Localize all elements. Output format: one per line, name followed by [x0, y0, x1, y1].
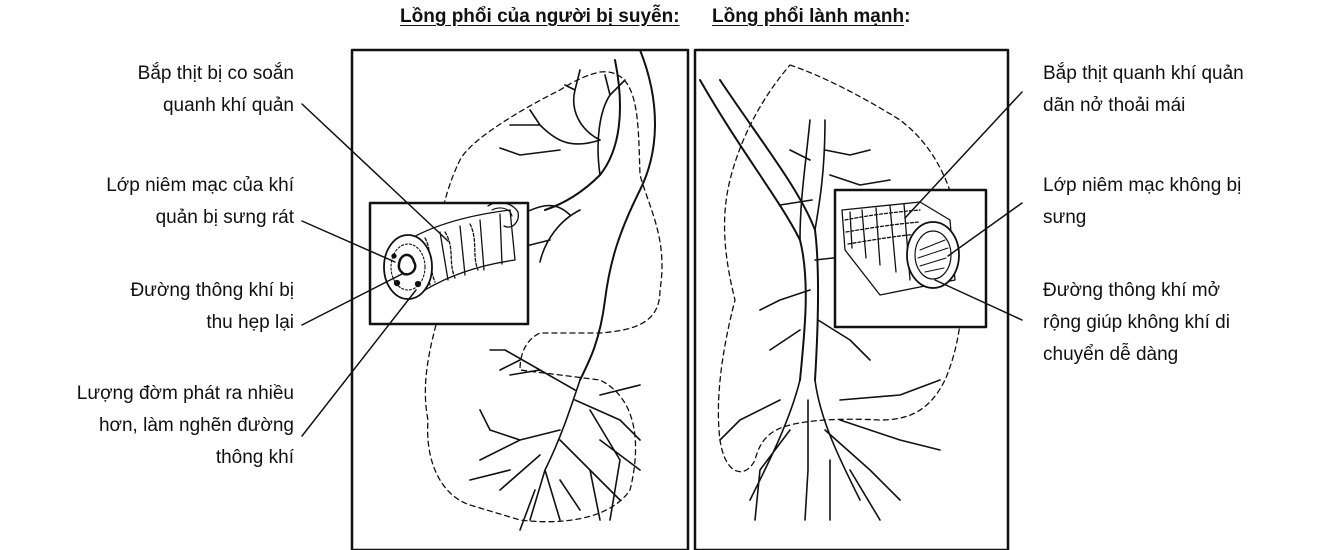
asthma-upper-bronchi: [500, 70, 625, 175]
pointer-excess-mucus: [302, 290, 416, 436]
asthma-trachea-inner: [545, 60, 620, 210]
healthy-lower-bronchi: [720, 380, 940, 520]
asthma-lower-bronchi: [470, 350, 640, 530]
